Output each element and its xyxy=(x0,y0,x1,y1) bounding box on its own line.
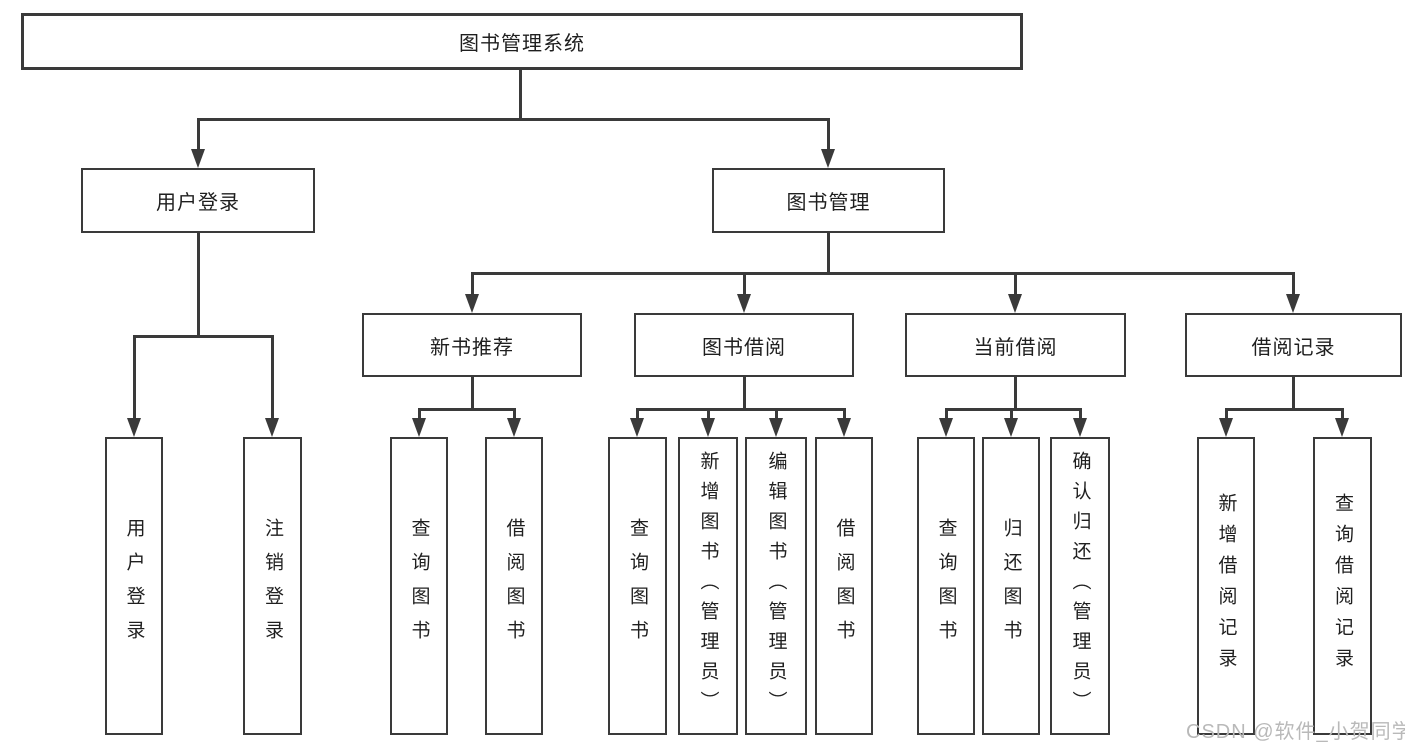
node-book-borrow-label: 图书借阅 xyxy=(702,336,786,359)
leaf-recommend-query-book: 查询图书 xyxy=(390,437,448,735)
node-new-book-recommend: 新书推荐 xyxy=(362,313,582,377)
node-borrow-record: 借阅记录 xyxy=(1185,313,1402,377)
arrow-down-icon xyxy=(265,418,279,437)
arrow-down-icon xyxy=(465,294,479,313)
connector-line xyxy=(775,408,778,422)
connector-line xyxy=(471,272,1295,275)
leaf-user-login: 用户登录 xyxy=(105,437,163,735)
node-root-system-label: 图书管理系统 xyxy=(459,33,585,55)
leaf-current-return-book-label: 归还图书 xyxy=(1000,518,1022,654)
arrow-down-icon xyxy=(737,294,751,313)
arrow-down-icon xyxy=(769,418,783,437)
connector-line xyxy=(1225,408,1344,411)
connector-line xyxy=(1079,408,1082,422)
arrow-down-icon xyxy=(821,149,835,168)
leaf-borrow-query-book: 查询图书 xyxy=(608,437,667,735)
leaf-borrow-borrow-book-label: 借阅图书 xyxy=(833,518,855,654)
connector-line xyxy=(827,233,830,275)
connector-line xyxy=(197,118,200,152)
connector-line xyxy=(197,233,200,337)
leaf-current-return-book: 归还图书 xyxy=(982,437,1040,735)
leaf-borrow-edit-book: 编辑图书（管理员） xyxy=(745,437,807,735)
node-book-management-label: 图书管理 xyxy=(786,192,871,214)
node-current-borrow: 当前借阅 xyxy=(905,313,1126,377)
leaf-logout-label: 注销登录 xyxy=(262,518,283,654)
arrow-down-icon xyxy=(127,418,141,437)
leaf-borrow-add-book: 新增图书（管理员） xyxy=(678,437,738,735)
arrow-down-icon xyxy=(1073,418,1087,437)
arrow-down-icon xyxy=(507,418,521,437)
connector-line xyxy=(827,118,830,152)
leaf-current-query-book: 查询图书 xyxy=(917,437,975,735)
leaf-record-add-record-label: 新增借阅记录 xyxy=(1215,493,1237,679)
connector-line xyxy=(418,408,421,422)
connector-line xyxy=(133,335,136,421)
leaf-recommend-borrow-book: 借阅图书 xyxy=(485,437,543,735)
connector-line xyxy=(1014,377,1017,410)
leaf-current-query-book-label: 查询图书 xyxy=(935,518,957,654)
node-borrow-record-label: 借阅记录 xyxy=(1251,336,1336,359)
connector-line xyxy=(843,408,846,422)
arrow-down-icon xyxy=(1219,418,1233,437)
leaf-recommend-borrow-book-label: 借阅图书 xyxy=(503,518,525,654)
arrow-down-icon xyxy=(1286,294,1300,313)
leaf-borrow-add-book-label: 新增图书（管理员） xyxy=(697,451,719,721)
leaf-recommend-query-book-label: 查询图书 xyxy=(408,518,430,654)
connector-line xyxy=(945,408,1082,411)
connector-line xyxy=(743,272,746,298)
leaf-logout: 注销登录 xyxy=(243,437,302,735)
leaf-record-add-record: 新增借阅记录 xyxy=(1197,437,1255,735)
leaf-current-confirm-return: 确认归还（管理员） xyxy=(1050,437,1110,735)
connector-line xyxy=(471,272,474,298)
connector-line xyxy=(1341,408,1344,422)
connector-line xyxy=(707,408,710,422)
connector-line xyxy=(636,408,846,411)
leaf-borrow-borrow-book: 借阅图书 xyxy=(815,437,873,735)
connector-line xyxy=(945,408,948,422)
arrow-down-icon xyxy=(837,418,851,437)
node-root-system: 图书管理系统 xyxy=(21,13,1023,70)
connector-line xyxy=(743,377,746,410)
connector-line xyxy=(513,408,516,422)
connector-line xyxy=(519,70,522,118)
node-current-borrow-label: 当前借阅 xyxy=(973,336,1058,359)
node-book-management: 图书管理 xyxy=(712,168,945,233)
connector-line xyxy=(271,335,274,421)
arrow-down-icon xyxy=(1008,294,1022,313)
arrow-down-icon xyxy=(1335,418,1349,437)
csdn-watermark: CSDN @软件_小贺同学 xyxy=(1186,721,1405,743)
arrow-down-icon xyxy=(1004,418,1018,437)
connector-line xyxy=(1225,408,1228,422)
connector-line xyxy=(418,408,516,411)
node-user-login-label: 用户登录 xyxy=(156,192,240,214)
connector-line xyxy=(1292,377,1295,410)
leaf-user-login-label: 用户登录 xyxy=(123,518,145,654)
connector-line xyxy=(197,118,830,121)
arrow-down-icon xyxy=(630,418,644,437)
leaf-record-query-record: 查询借阅记录 xyxy=(1313,437,1372,735)
connector-line xyxy=(636,408,639,422)
leaf-record-query-record-label: 查询借阅记录 xyxy=(1332,493,1353,679)
connector-line xyxy=(1014,272,1017,298)
arrow-down-icon xyxy=(701,418,715,437)
leaf-current-confirm-return-label: 确认归还（管理员） xyxy=(1069,451,1091,721)
arrow-down-icon xyxy=(939,418,953,437)
leaf-borrow-edit-book-label: 编辑图书（管理员） xyxy=(765,451,787,721)
arrow-down-icon xyxy=(191,149,205,168)
leaf-borrow-query-book-label: 查询图书 xyxy=(627,518,648,654)
connector-line xyxy=(133,335,274,338)
node-new-book-recommend-label: 新书推荐 xyxy=(430,336,514,359)
connector-line xyxy=(1292,272,1295,298)
connector-line xyxy=(471,377,474,410)
node-user-login: 用户登录 xyxy=(81,168,315,233)
connector-line xyxy=(1010,408,1013,422)
node-book-borrow: 图书借阅 xyxy=(634,313,854,377)
arrow-down-icon xyxy=(412,418,426,437)
